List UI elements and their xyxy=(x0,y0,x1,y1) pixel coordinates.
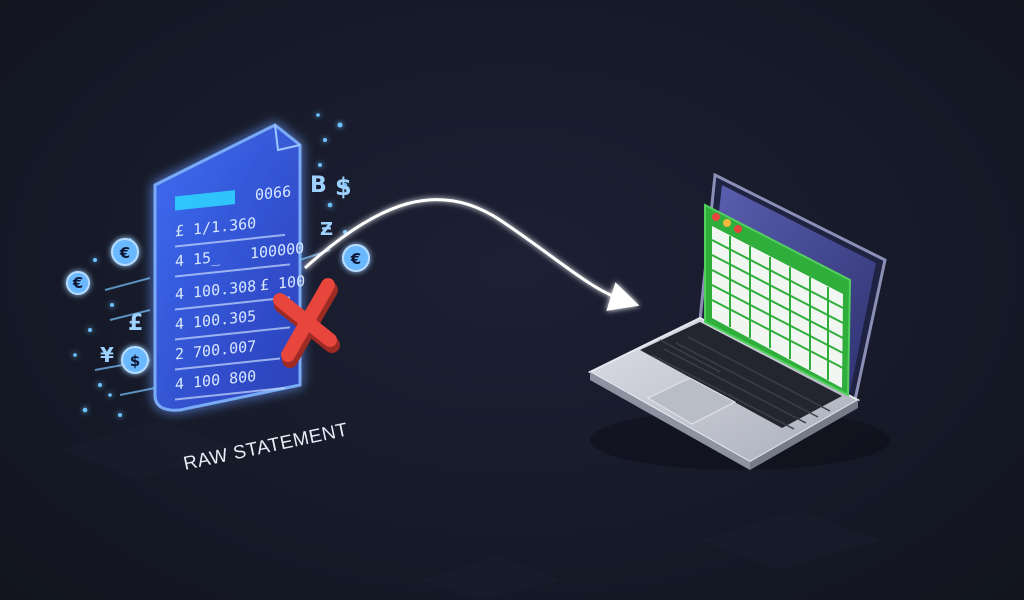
conversion-arrow xyxy=(303,198,640,311)
window-maximize-dot xyxy=(734,225,742,233)
svg-text:€: € xyxy=(72,274,83,292)
data-particles xyxy=(73,113,347,417)
coin-dollar-left: $ xyxy=(121,346,149,374)
statement-row-2-right: 100000 xyxy=(250,239,304,263)
b-symbol: B xyxy=(310,173,327,198)
statement-header-value: 0066 xyxy=(255,182,291,204)
floor-tiles xyxy=(60,420,880,600)
dollar-symbol: $ xyxy=(335,173,352,201)
coin-euro-left: € xyxy=(111,238,139,266)
pound-symbol: £ xyxy=(128,311,143,336)
coin-euro-small: € xyxy=(66,271,90,295)
svg-text:€: € xyxy=(350,250,361,268)
svg-text:€: € xyxy=(119,244,130,262)
spreadsheet-window xyxy=(704,203,852,397)
svg-text:$: $ xyxy=(130,352,140,370)
window-minimize-dot xyxy=(723,219,731,227)
laptop-keyboard xyxy=(640,322,842,428)
spreadsheet-grid xyxy=(711,236,844,380)
window-close-dot xyxy=(712,213,720,221)
z-symbol: Ƶ xyxy=(320,219,333,240)
yen-symbol: ¥ xyxy=(100,343,114,367)
laptop-trackpad xyxy=(646,377,737,425)
statement-header-bar xyxy=(175,190,235,211)
statement-row-2-left: 4 15_ xyxy=(175,248,221,271)
reject-x-icon xyxy=(273,278,340,368)
coin-euro-right: € xyxy=(342,244,370,272)
statement-row-3-right: £ 100 xyxy=(260,272,305,295)
